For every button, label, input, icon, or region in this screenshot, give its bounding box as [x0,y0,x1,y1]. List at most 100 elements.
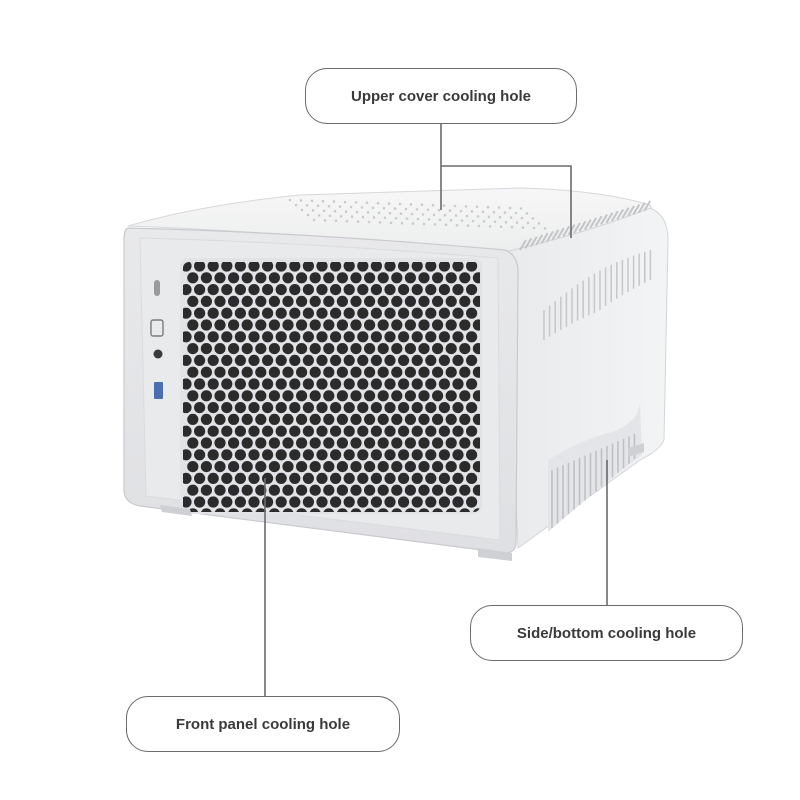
upper-hole [427,218,431,221]
mesh-hole [364,319,376,331]
mesh-hole [214,319,226,331]
mesh-hole [289,262,301,272]
mesh-hole [350,343,362,355]
upper-hole [508,206,512,210]
mesh-hole [234,354,246,366]
mesh-hole [370,449,382,461]
mesh-hole [445,508,457,512]
mesh-hole [302,449,314,461]
upper-hole [455,223,459,227]
mesh-hole [309,437,321,449]
mesh-hole [418,437,430,449]
mesh-hole [364,461,376,473]
upper-hole [514,211,518,215]
upper-hole [471,219,475,223]
mesh-hole [377,484,389,496]
mesh-hole [364,413,376,425]
mesh-hole [445,437,457,449]
mesh-hole [275,284,287,296]
mesh-hole [350,366,362,378]
mesh-hole [350,295,362,307]
mesh-hole [330,331,342,343]
mesh-hole [330,378,342,390]
mesh-hole [466,449,478,461]
mesh-hole [275,496,287,508]
power-button-icon[interactable] [154,280,160,296]
mesh-hole [404,508,416,512]
mesh-hole [398,262,410,272]
mesh-hole [268,484,280,496]
mesh-hole [316,378,328,390]
mesh-hole [411,284,423,296]
mesh-hole [302,402,314,414]
mesh-hole [221,496,233,508]
mesh-hole [350,461,362,473]
mesh-hole [472,343,480,355]
mesh-hole [214,461,226,473]
mesh-hole [432,319,444,331]
upper-hole [510,225,514,229]
mesh-hole [384,284,396,296]
mesh-hole [255,272,267,284]
upper-hole [492,210,496,214]
mesh-hole [357,402,369,414]
mesh-hole [302,284,314,296]
mesh-hole [466,284,478,296]
mesh-hole [411,378,423,390]
upper-hole [448,209,452,212]
mesh-hole [364,366,376,378]
mesh-hole [255,390,267,402]
mesh-hole [459,461,471,473]
mesh-hole [323,508,335,512]
mesh-hole [459,366,471,378]
mesh-hole [302,472,314,484]
mesh-hole [214,390,226,402]
mesh-hole [262,402,274,414]
mesh-hole [398,284,410,296]
mesh-hole [221,307,233,319]
mesh-hole [364,390,376,402]
mesh-hole [275,262,287,272]
mesh-hole [255,484,267,496]
mesh-hole [296,484,308,496]
side-top-vent [610,210,619,222]
usb-port-icon[interactable] [154,382,163,399]
upper-hole [338,205,342,208]
mesh-hole [228,343,240,355]
mesh-hole [234,449,246,461]
usb-c-port-icon[interactable] [150,319,164,337]
mesh-hole [221,262,233,272]
mesh-hole [370,284,382,296]
mesh-hole [432,437,444,449]
mesh-hole [241,390,253,402]
mesh-hole [207,307,219,319]
mesh-hole [425,262,437,272]
mesh-hole [459,343,471,355]
mesh-hole [370,425,382,437]
mesh-hole [445,390,457,402]
audio-jack-icon[interactable] [153,349,163,359]
mesh-hole [234,496,246,508]
mesh-hole [330,354,342,366]
side-top-vent [551,229,560,241]
mesh-hole [228,366,240,378]
mesh-hole [350,484,362,496]
mesh-hole [228,390,240,402]
upper-cover-holes [288,198,547,230]
upper-hole [389,221,393,225]
mesh-hole [459,508,471,512]
mesh-hole [275,425,287,437]
upper-hole [454,214,458,217]
upper-hole [521,226,525,229]
upper-hole [400,221,404,225]
mesh-hole [282,413,294,425]
mesh-hole [418,390,430,402]
mesh-hole [384,354,396,366]
mesh-hole [194,496,206,508]
upper-hole [470,210,474,213]
mesh-hole [370,402,382,414]
mesh-hole [194,402,206,414]
mesh-hole [214,413,226,425]
mesh-hole [248,449,260,461]
mesh-hole [432,484,444,496]
